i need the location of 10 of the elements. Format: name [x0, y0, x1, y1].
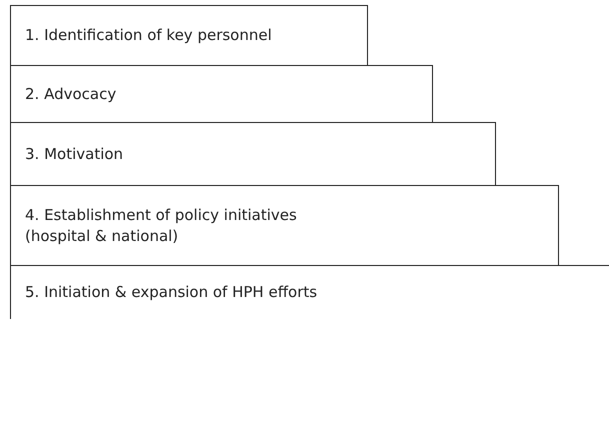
- step-label: 3. Motivation: [25, 144, 124, 164]
- step-label: 5. Initiation & expansion of HPH efforts: [25, 282, 318, 302]
- step-box: [10, 5, 368, 66]
- step-label: 2. Advocacy: [25, 84, 116, 104]
- step-label: 4. Establishment of policy initiatives (hospital & national): [25, 205, 298, 246]
- step-label: 1. Identification of key personnel: [25, 25, 272, 46]
- step-box: [10, 265, 609, 319]
- step-box: [10, 122, 496, 186]
- step-box: [10, 65, 433, 123]
- step-box: [10, 185, 559, 266]
